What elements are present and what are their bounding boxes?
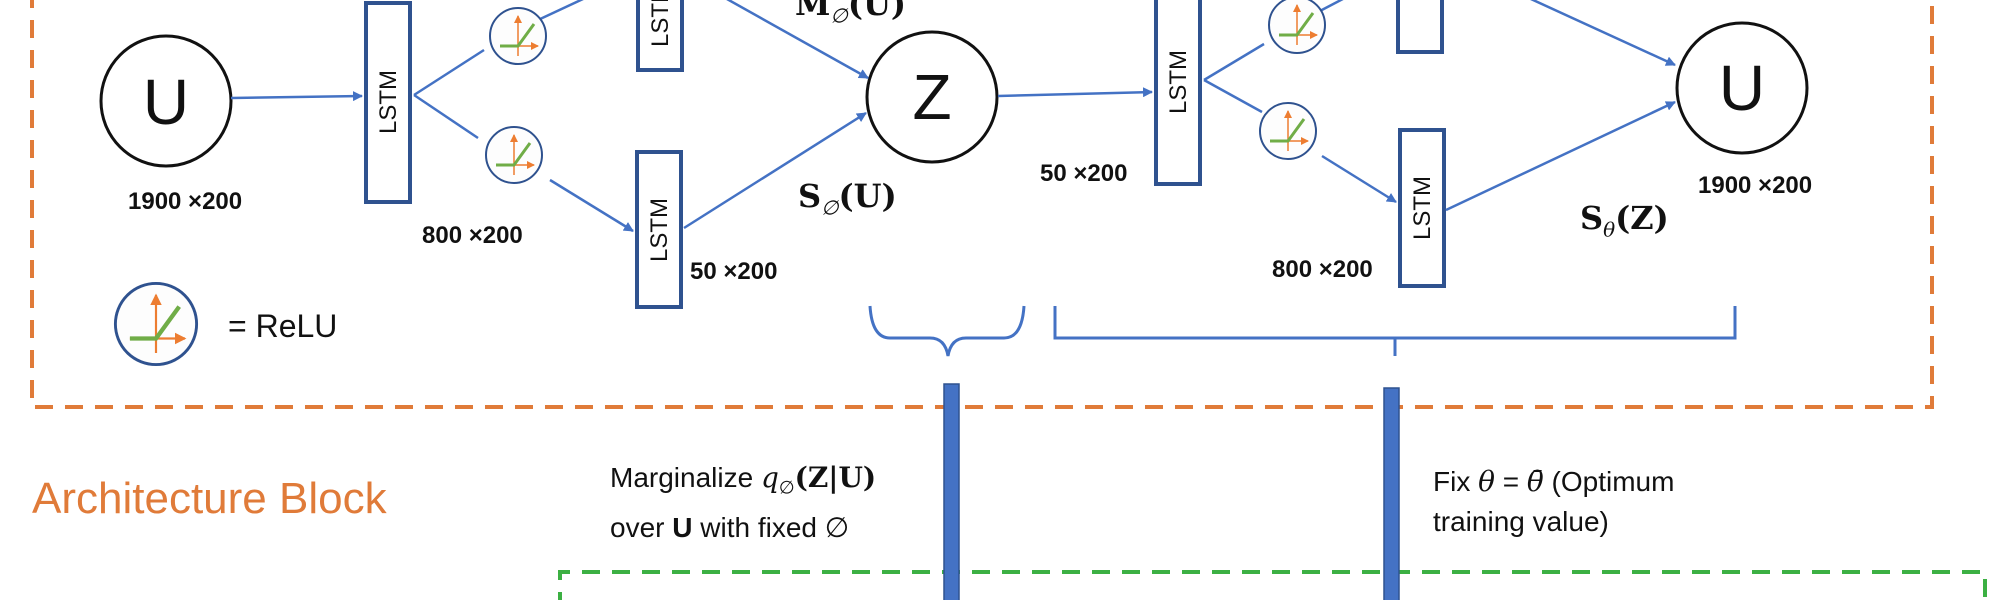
decoder-brace xyxy=(1053,306,1737,356)
line-relu-top-to-dec-mean xyxy=(1317,0,1344,14)
line-relu-top-to-mean xyxy=(537,0,584,22)
latent-dimension: 50 ×200 xyxy=(1040,160,1128,187)
arrow-dec-mean-to-output xyxy=(1530,0,1676,67)
architecture-block-title: Architecture Block xyxy=(32,474,387,523)
relu-icon xyxy=(1260,103,1316,159)
encoder-std-lstm-label: LSTM xyxy=(646,198,673,262)
arrow-relu-bottom-to-std xyxy=(549,178,634,233)
line-dec-lstm-to-relu-top xyxy=(1203,42,1265,82)
architecture-block-border xyxy=(30,0,1934,409)
decoder-std-label: Sθ(Z) xyxy=(1580,199,1669,242)
encoder-lstm-label: LSTM xyxy=(375,70,402,134)
encoder-mean-lstm-layer: LSTM xyxy=(636,0,684,72)
encoder-lstm-layer: LSTM xyxy=(364,1,412,204)
arrow-z-to-decoder-lstm xyxy=(997,87,1153,98)
decoder-mean-lstm-layer xyxy=(1396,0,1444,54)
connections xyxy=(230,0,1676,233)
encoder-mean-lstm-label: LSTM xyxy=(647,0,674,47)
input-node: U xyxy=(99,34,233,168)
encoder-brace xyxy=(868,305,1026,357)
latent-node-label: Z xyxy=(912,61,951,133)
input-node-label: U xyxy=(143,66,189,138)
line-lstm-to-relu-bottom xyxy=(413,93,479,140)
arrow-relu-bottom-to-dec-std xyxy=(1321,154,1397,204)
arrow-std-to-z xyxy=(683,111,867,230)
arrow-mean-to-z xyxy=(726,0,869,80)
output-node-label: U xyxy=(1719,52,1765,124)
decoder-hidden-dimension: 800 ×200 xyxy=(1272,256,1373,283)
encoder-std-label: S∅(U) xyxy=(798,177,897,220)
encoder-std-dimension: 50 ×200 xyxy=(690,258,778,285)
output-node: U xyxy=(1675,21,1809,155)
encoder-std-lstm-layer: LSTM xyxy=(635,150,683,309)
decoder-connector-bar xyxy=(1383,387,1400,600)
decoder-lstm-label: LSTM xyxy=(1165,50,1192,114)
arrow-dec-std-to-output xyxy=(1445,100,1676,212)
relu-icon xyxy=(1269,0,1325,53)
fix-theta-caption: Fix θ = θ̄ (Optimum training value) xyxy=(1433,465,1675,537)
encoder-hidden-dimension: 800 ×200 xyxy=(422,222,523,249)
relu-icon xyxy=(486,127,542,183)
latent-node: Z xyxy=(865,30,999,164)
bottom-block-border xyxy=(558,570,1987,600)
decoder-lstm-layer: LSTM xyxy=(1154,0,1202,186)
legend-relu-icon xyxy=(115,283,196,364)
arrow-input-to-lstm xyxy=(230,91,363,102)
line-dec-lstm-to-relu-bottom xyxy=(1203,78,1263,114)
encoder-mean-label: M∅(U) xyxy=(795,0,907,28)
decoder-std-lstm-label: LSTM xyxy=(1409,176,1436,240)
marginalize-caption: Marginalize q∅(Z|U) over U with fixed ∅ xyxy=(610,461,877,543)
relu-legend-label: = ReLU xyxy=(228,308,338,344)
output-dimension: 1900 ×200 xyxy=(1698,172,1813,199)
relu-icon xyxy=(490,8,546,64)
input-dimension: 1900 ×200 xyxy=(128,188,243,215)
encoder-connector-bar xyxy=(943,383,960,600)
line-lstm-to-relu-top xyxy=(413,48,485,97)
decoder-std-lstm-layer: LSTM xyxy=(1398,128,1446,288)
